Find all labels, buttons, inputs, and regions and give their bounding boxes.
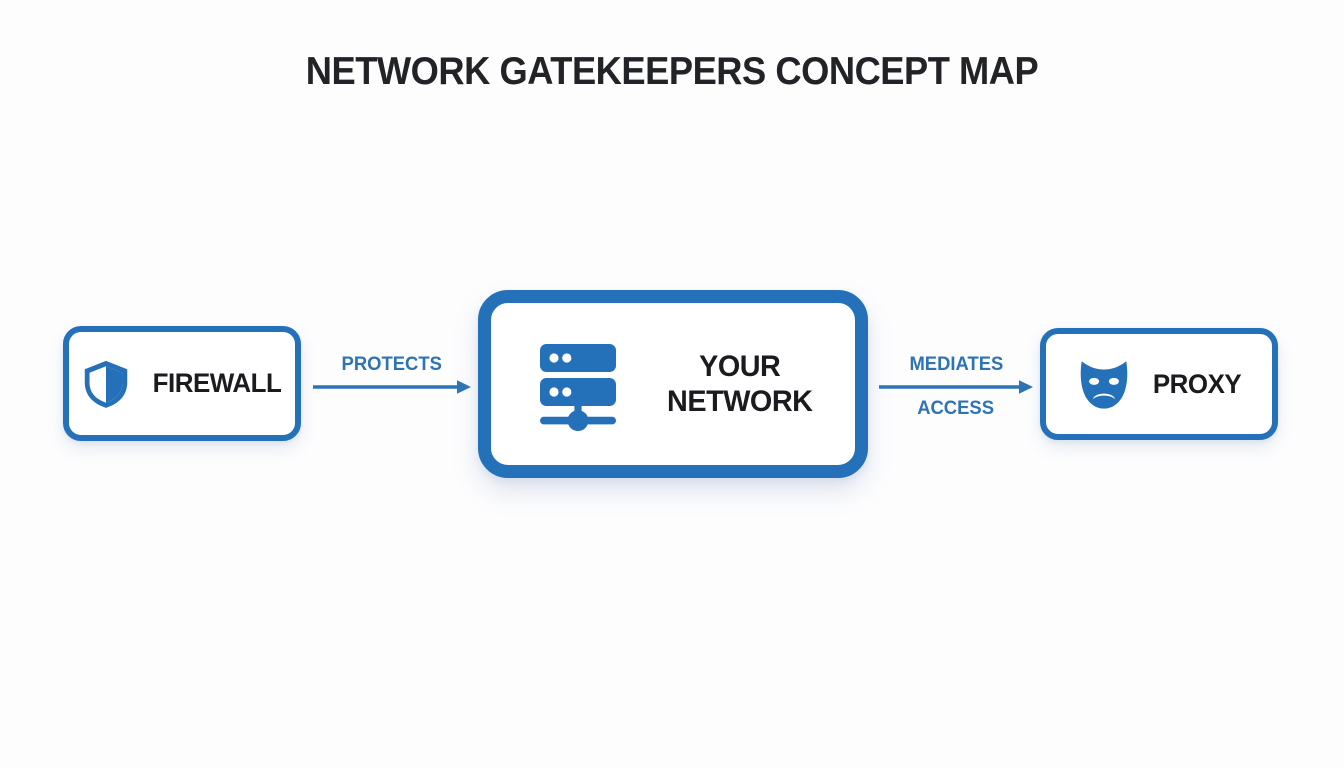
node-your-network-label: YOUR NETWORK: [667, 349, 813, 420]
node-firewall-label: FIREWALL: [152, 368, 282, 398]
connector-mediates-access: MEDIATES ACCESS: [876, 354, 1036, 420]
node-firewall: FIREWALL: [63, 326, 301, 441]
connector-protects-label: PROTECTS: [341, 354, 443, 375]
node-your-network: YOUR NETWORK: [478, 290, 868, 478]
connector-mediates-label-below: ACCESS: [917, 398, 995, 419]
node-proxy: PROXY: [1040, 328, 1278, 440]
theater-mask-icon: [1075, 355, 1133, 413]
node-proxy-label: PROXY: [1152, 368, 1242, 399]
node-your-network-label-line1: YOUR: [699, 349, 781, 383]
server-network-icon: [530, 336, 626, 432]
connector-mediates-label-above: MEDIATES: [909, 354, 1003, 375]
page-title: NETWORK GATEKEEPERS CONCEPT MAP: [305, 50, 1039, 93]
node-your-network-label-line2: NETWORK: [667, 385, 813, 418]
arrow-right-icon: [879, 380, 1033, 394]
connector-protects: PROTECTS: [312, 354, 472, 398]
arrow-right-icon: [313, 380, 471, 394]
shield-half-icon: [80, 358, 132, 410]
